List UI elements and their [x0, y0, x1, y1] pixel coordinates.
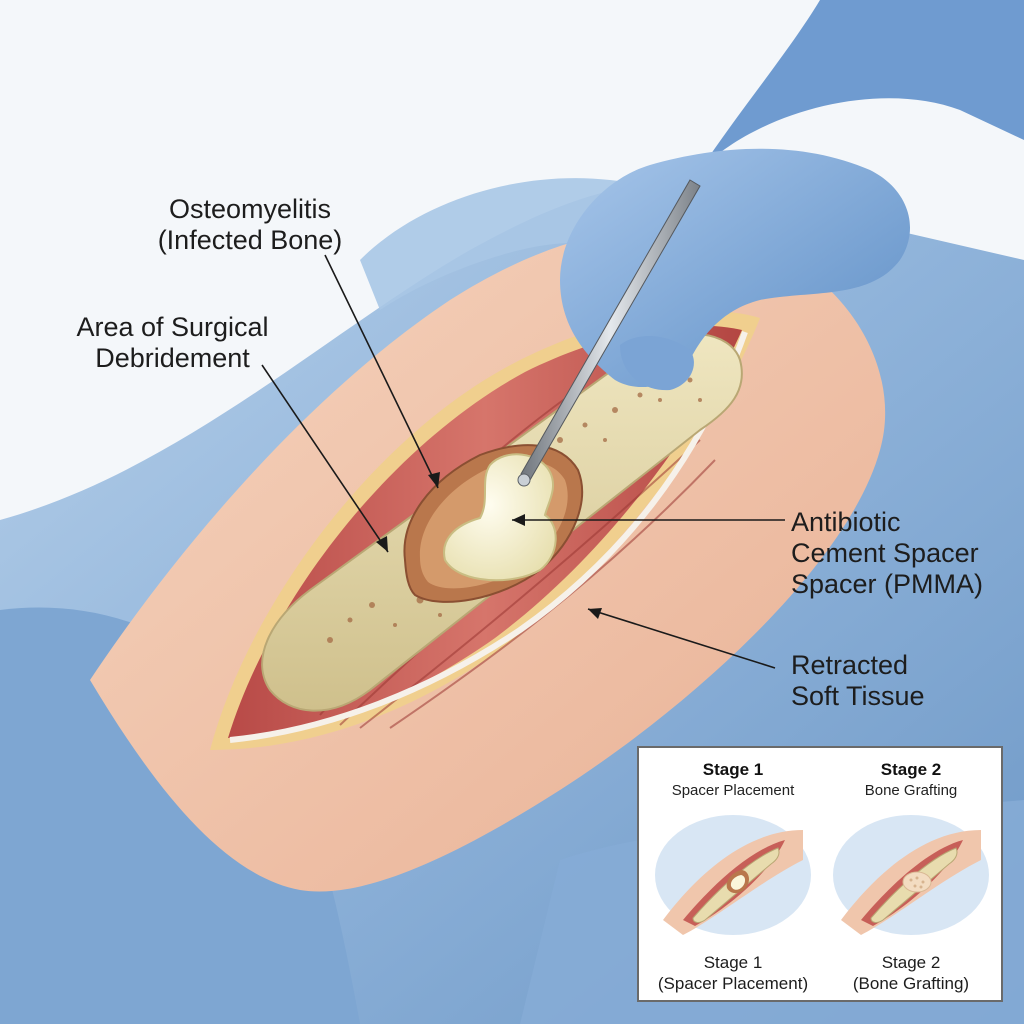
- stage1-thumbnail: [655, 815, 811, 935]
- label-cement-spacer-line2: Cement Spacer: [791, 538, 979, 568]
- osteomyelitis-speckles: [327, 377, 702, 643]
- stage1-title: Stage 1: [702, 760, 764, 779]
- leader-osteomyelitis: [324, 254, 439, 489]
- stage2-caption-line2: (Bone Grafting): [852, 974, 970, 993]
- label-debridement-line2: Debridement: [95, 343, 250, 373]
- label-debridement-line1: Area of Surgical: [76, 312, 269, 342]
- leader-debridement: [261, 364, 389, 553]
- stage2-caption-line1: Stage 2: [881, 953, 941, 972]
- label-cement-spacer-line3: Spacer (PMMA): [791, 569, 984, 599]
- label-soft-tissue-line2: Soft Tissue: [791, 681, 925, 711]
- surgeon-sleeve: [700, 0, 1024, 170]
- fascia-edge: [229, 331, 748, 743]
- stage1-caption: Stage 1 (Spacer Placement): [643, 952, 823, 994]
- label-debridement: Area of Surgical Debridement: [60, 312, 285, 374]
- label-osteomyelitis-line1: Osteomyelitis: [168, 194, 332, 224]
- forceps-tip: [517, 473, 531, 487]
- glove-finger: [620, 335, 694, 391]
- stage2-caption: Stage 2 (Bone Grafting): [821, 952, 1001, 994]
- arrowhead-soft-tissue: [588, 608, 602, 619]
- arrowhead-debridement: [376, 536, 388, 552]
- leader-lines: [261, 254, 785, 669]
- arrowhead-spacer: [512, 514, 525, 526]
- label-osteomyelitis: Osteomyelitis (Infected Bone): [140, 194, 360, 256]
- stage2-thumbnail: [833, 815, 989, 935]
- label-cement-spacer-line1: Antibiotic: [791, 507, 901, 537]
- stage1-caption-line1: Stage 1: [703, 953, 763, 972]
- arrowhead-osteomyelitis: [428, 472, 440, 488]
- label-osteomyelitis-line2: (Infected Bone): [157, 225, 343, 255]
- stage2-title: Stage 2: [880, 760, 942, 779]
- label-cement-spacer: Antibiotic Cement Spacer Spacer (PMMA): [791, 507, 1016, 600]
- leader-arrowheads: [376, 472, 602, 619]
- stage1-subtitle: Spacer Placement: [671, 782, 795, 799]
- cement-spacer: [443, 453, 557, 582]
- stage-inset-panel: Stage 1 Spacer Placement Stage 2 Bone Gr…: [637, 746, 1003, 1002]
- stage2-subtitle: Bone Grafting: [864, 782, 958, 799]
- label-soft-tissue: Retracted Soft Tissue: [791, 650, 1016, 712]
- stage1-caption-line2: (Spacer Placement): [657, 974, 809, 993]
- drape-fold-bottom-left: [0, 607, 360, 1024]
- leader-soft-tissue: [587, 608, 776, 669]
- label-soft-tissue-line1: Retracted: [791, 650, 909, 680]
- gloved-hand: [560, 148, 910, 388]
